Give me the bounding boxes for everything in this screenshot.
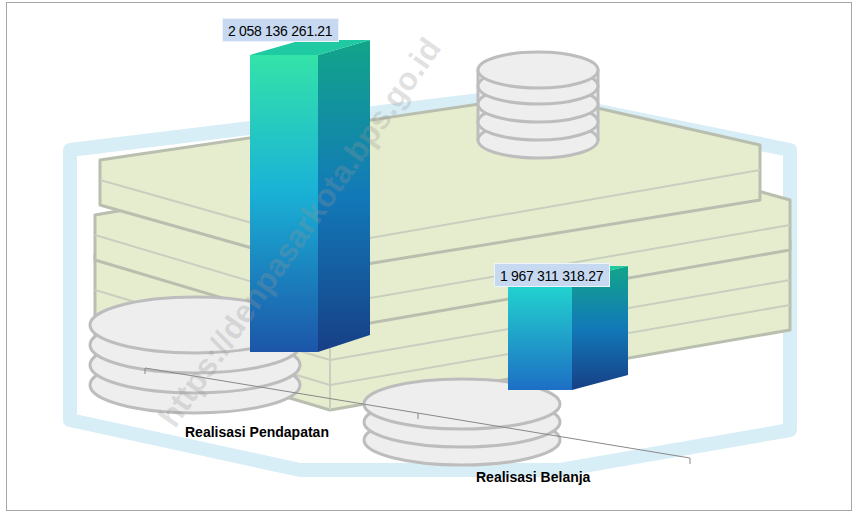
category-label: Realisasi Belanja: [476, 469, 590, 485]
category-axis: [145, 368, 690, 464]
value-label-box: 1 967 311 318.27: [494, 263, 610, 287]
chart-frame: [7, 3, 852, 511]
category-label: Realisasi Pendapatan: [185, 424, 329, 440]
value-label: 2 058 136 261.21: [228, 23, 332, 39]
value-label: 1 967 311 318.27: [500, 268, 603, 284]
value-label-box: 2 058 136 261.21: [222, 18, 339, 42]
